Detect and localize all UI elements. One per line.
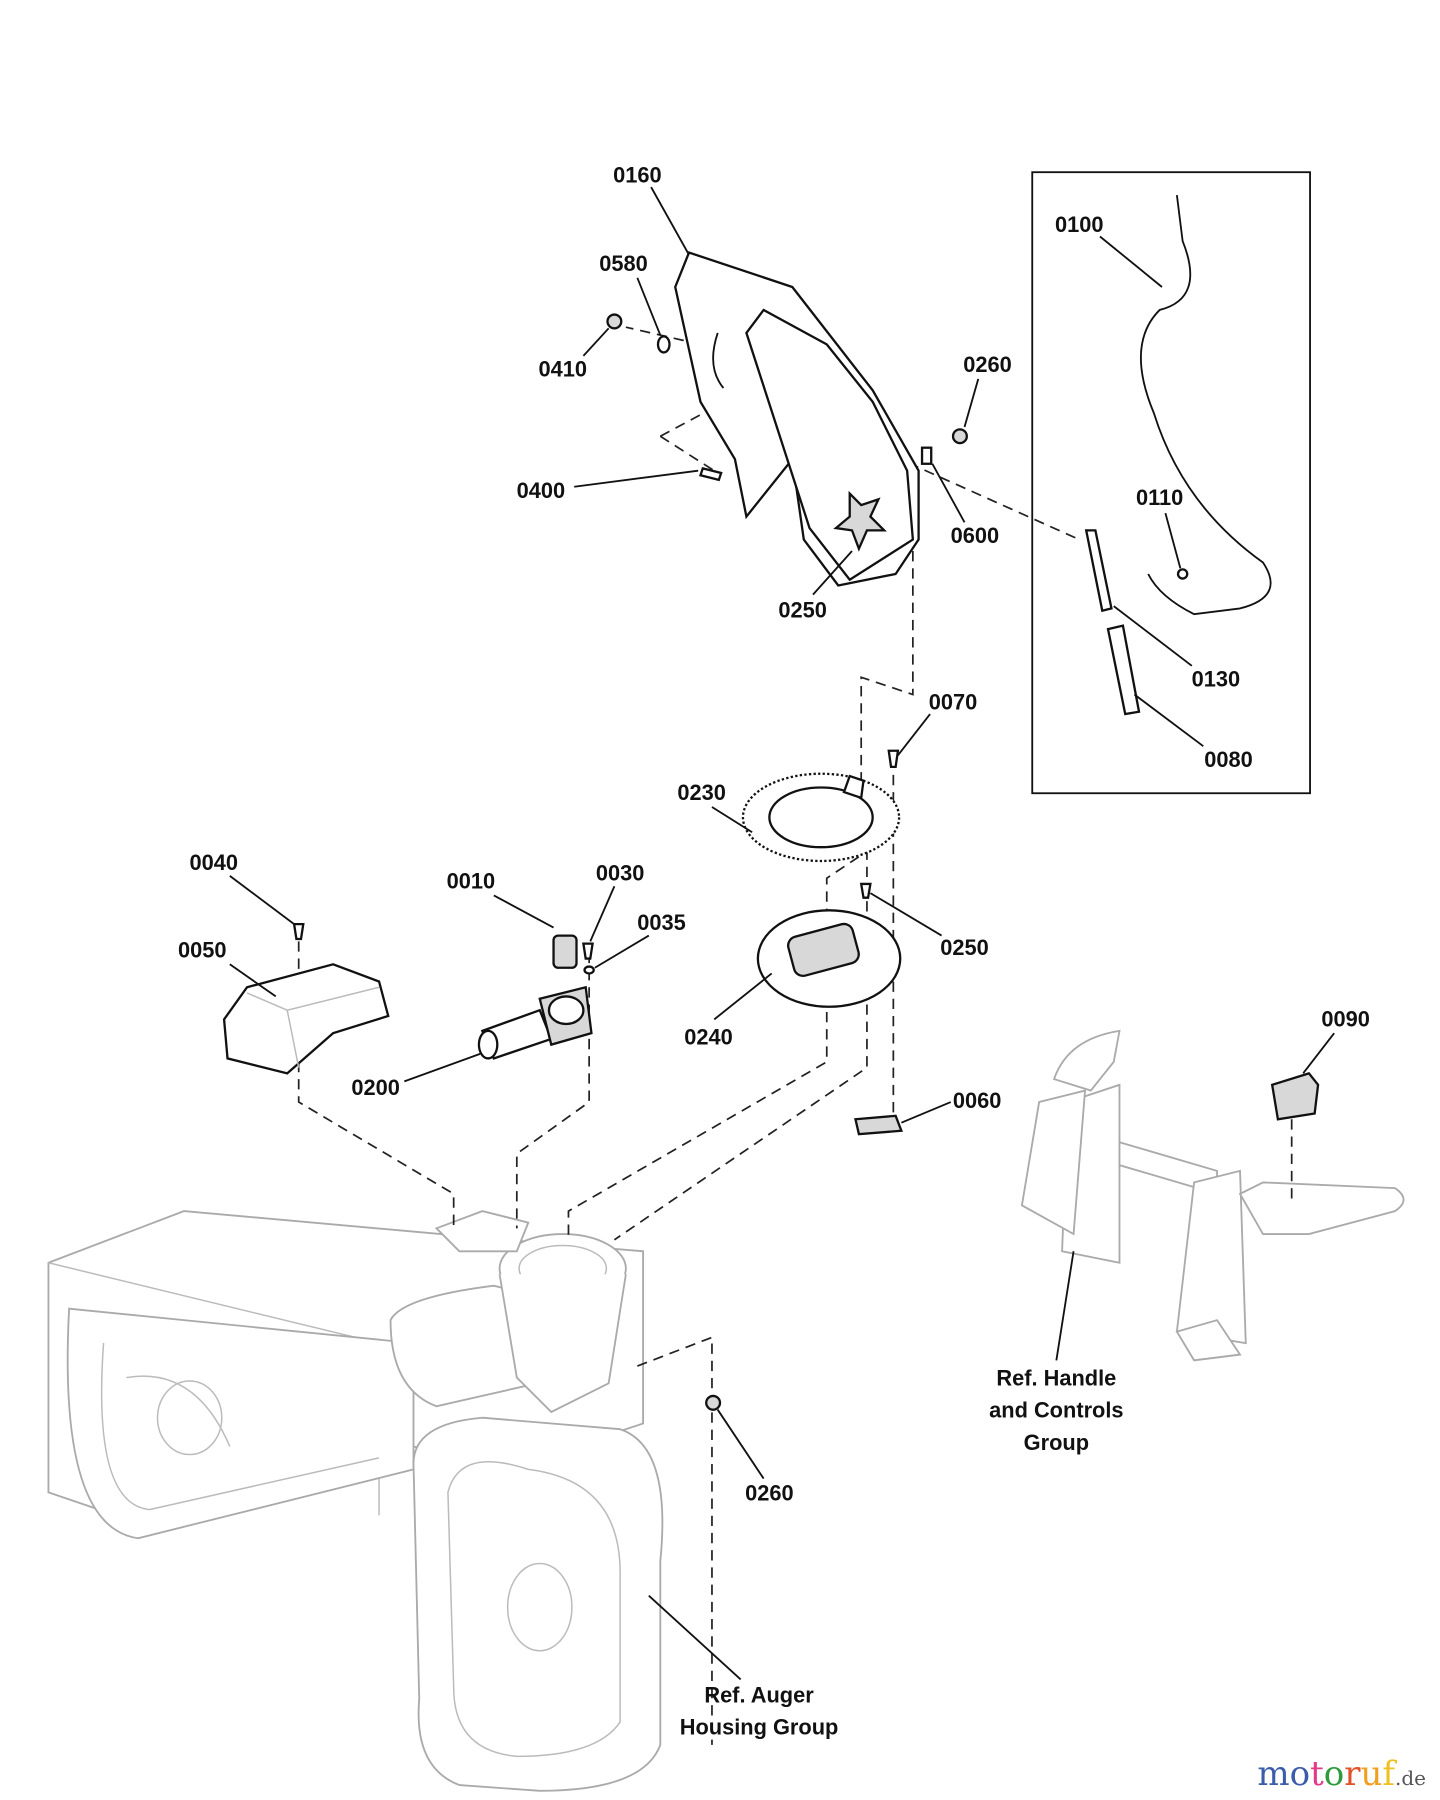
ref-handle-line2: and Controls	[989, 1398, 1123, 1423]
callout-0260: 0260	[745, 1480, 794, 1505]
ref-handle-line3: Group	[1024, 1430, 1089, 1455]
callout-0200: 0200	[351, 1075, 400, 1100]
clip-0600	[920, 446, 933, 465]
leader-lines	[229, 186, 1335, 1681]
callout-0110: 0110	[1136, 485, 1183, 510]
callout-0035: 0035	[637, 910, 686, 935]
ref-handle-line1: Ref. Handle	[996, 1366, 1116, 1391]
callout-0160: 0160	[613, 163, 662, 188]
bolt-0400	[699, 466, 723, 482]
watermark-logo: motoruf.de	[1257, 1754, 1426, 1794]
gear-ring-0230	[741, 772, 901, 863]
callout-0240: 0240	[684, 1025, 733, 1050]
bolt-0040	[292, 922, 305, 941]
washer-0035	[583, 965, 595, 975]
callout-0090: 0090	[1321, 1006, 1370, 1031]
chute-0160	[674, 251, 920, 587]
nut-0260b	[705, 1394, 722, 1411]
callout-0010: 0010	[447, 869, 496, 894]
callout-0410: 0410	[538, 357, 587, 382]
plate-0240	[756, 909, 902, 1008]
bracket-0060	[854, 1114, 903, 1136]
auger-housing-reference	[47, 1210, 664, 1792]
callout-0230: 0230	[677, 780, 726, 805]
callout-0100: 0100	[1055, 212, 1104, 237]
cable-0100	[1139, 195, 1272, 616]
kit-box	[1031, 171, 1311, 795]
callout-0250: 0250	[940, 935, 989, 960]
motor-0200	[477, 985, 593, 1060]
gear-0010	[552, 934, 578, 969]
callout-0060: 0060	[953, 1088, 1002, 1113]
nut-0260a	[951, 428, 968, 445]
ref-auger-line1: Ref. Auger	[704, 1682, 814, 1707]
handle-controls-reference	[1020, 1029, 1405, 1362]
callout-0080: 0080	[1204, 747, 1253, 772]
washer-0580	[656, 335, 671, 354]
callout-0050: 0050	[178, 937, 227, 962]
switch-0090	[1270, 1072, 1320, 1121]
callout-0030: 0030	[596, 860, 645, 885]
rod-0130	[1084, 529, 1113, 613]
bolt-0070	[887, 749, 900, 768]
callout-0070: 0070	[929, 689, 978, 714]
bolt-0250b	[859, 882, 872, 899]
sleeve-0080	[1106, 624, 1141, 716]
clip-0110	[1176, 568, 1189, 580]
callout-0040: 0040	[190, 850, 238, 875]
callout-0600: 0600	[951, 523, 1000, 548]
screw-0030	[582, 942, 594, 960]
callout-0260: 0260	[963, 352, 1012, 377]
callout-0580: 0580	[599, 251, 648, 276]
callout-0250: 0250	[778, 598, 827, 623]
nut-0410	[606, 313, 623, 330]
callout-0130: 0130	[1192, 666, 1241, 691]
callout-0400: 0400	[517, 478, 566, 503]
ref-auger-line2: Housing Group	[680, 1715, 839, 1740]
cover-0050	[222, 963, 390, 1075]
